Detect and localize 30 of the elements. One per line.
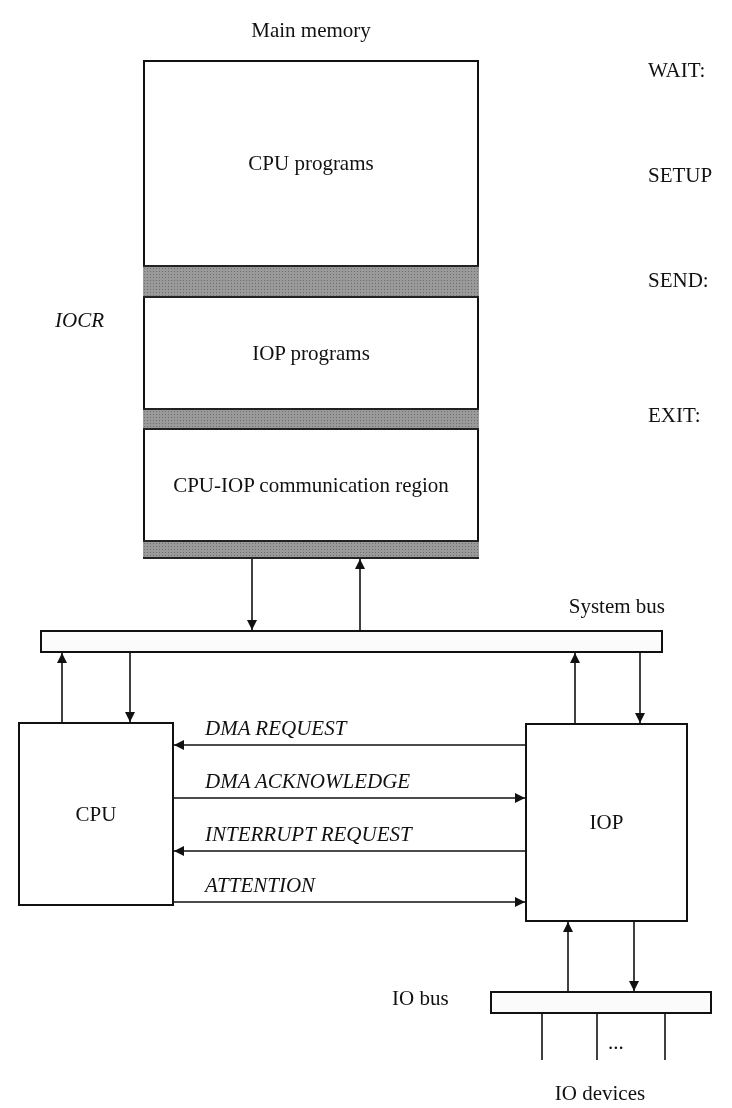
arrow: [173, 846, 526, 856]
unit-box: CPU: [18, 722, 174, 906]
memory-heading: Main memory: [250, 18, 372, 43]
memory-region: CPU-IOP communication region: [145, 430, 477, 540]
arrow: [570, 652, 580, 724]
bus-label: System bus: [567, 594, 665, 619]
arrow: [563, 921, 573, 992]
shaded-band: [143, 265, 479, 298]
shaded-band: [143, 540, 479, 559]
arrow: [173, 897, 526, 907]
arrow: [629, 921, 639, 992]
unit-box: IOP: [525, 723, 688, 922]
arrow: [125, 652, 135, 723]
shaded-band: [143, 408, 479, 430]
code-label: EXIT:: [648, 403, 701, 428]
arrow: [173, 740, 526, 750]
code-label: SETUP: [648, 163, 713, 188]
region-label: IOCR: [55, 308, 104, 333]
arrow: [173, 793, 526, 803]
memory-region: IOP programs: [145, 298, 477, 408]
device-label: IO devices: [520, 1060, 680, 1106]
bus-label: IO bus: [392, 986, 450, 1011]
arrow: [57, 652, 67, 723]
arrow: [635, 652, 645, 724]
code-label: WAIT:: [648, 58, 706, 83]
code-label: SEND:: [648, 268, 709, 293]
memory-region: CPU programs: [145, 62, 477, 265]
arrow: [355, 558, 365, 631]
ellipsis: ...: [608, 1030, 624, 1055]
arrow: [247, 558, 257, 631]
